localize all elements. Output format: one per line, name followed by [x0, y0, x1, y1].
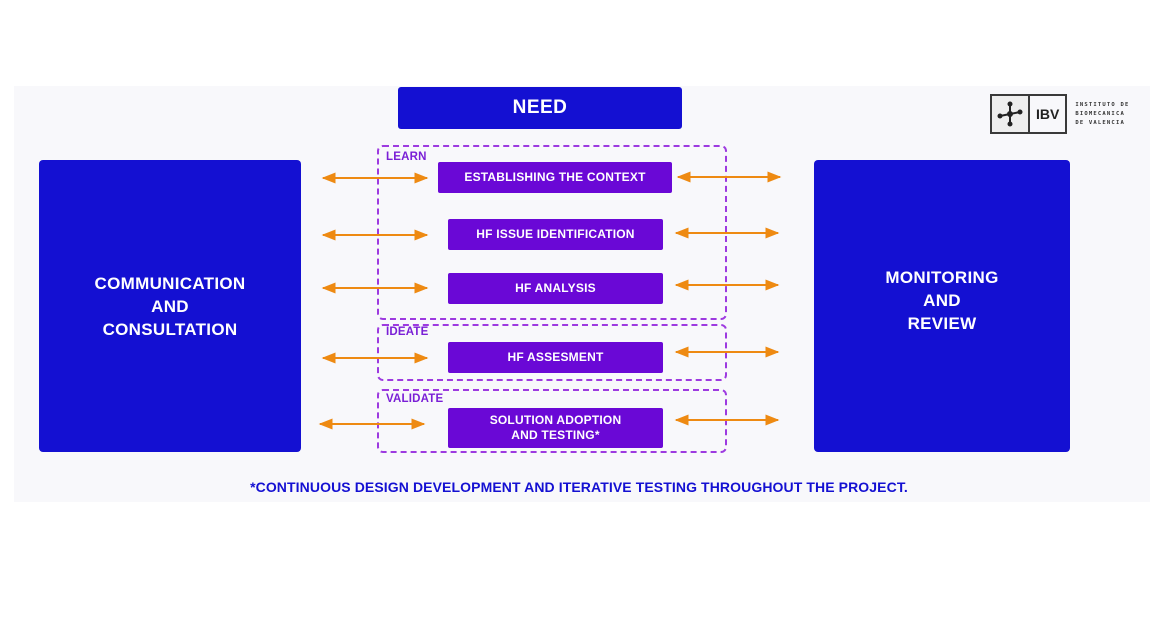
need-label: NEED [512, 97, 568, 118]
logo-subtitle-line: INSTITUTO DE [1075, 101, 1130, 108]
footnote: *CONTINUOUS DESIGN DEVELOPMENT AND ITERA… [250, 479, 908, 495]
logo-subtitle: INSTITUTO DE BIOMECANICA DE VALENCIA [1075, 101, 1129, 128]
step-hf-analysis: HF ANALYSIS [448, 273, 663, 304]
monitoring-review-box: MONITORING AND REVIEW [814, 160, 1070, 452]
left-box-line: COMMUNICATION [94, 273, 246, 293]
step-establishing-context: ESTABLISHING THE CONTEXT [438, 162, 672, 193]
learn-group-label: LEARN [386, 151, 427, 163]
logo-wordmark: IBV [1030, 94, 1068, 134]
ibv-logo: IBV INSTITUTO DE BIOMECANICA DE VALENCIA [990, 93, 1129, 135]
step-hf-assesment: HF ASSESMENT [448, 342, 663, 373]
step-label: SOLUTION ADOPTION [489, 413, 622, 427]
molecule-icon [990, 94, 1030, 134]
logo-subtitle-line: BIOMECANICA [1075, 110, 1125, 117]
left-box-line: AND [151, 296, 189, 316]
right-box-line: AND [923, 290, 961, 310]
right-box-line: REVIEW [907, 313, 977, 333]
step-solution-adoption-testing: SOLUTION ADOPTION AND TESTING* [448, 408, 663, 448]
need-box: NEED [398, 87, 682, 129]
step-label: ESTABLISHING THE CONTEXT [464, 170, 646, 184]
communication-consultation-box: COMMUNICATION AND CONSULTATION [39, 160, 301, 452]
step-label: HF ASSESMENT [507, 350, 604, 364]
ideate-group-label: IDEATE [386, 326, 429, 338]
step-hf-issue-identification: HF ISSUE IDENTIFICATION [448, 219, 663, 250]
step-label: AND TESTING* [511, 428, 600, 442]
logo-subtitle-line: DE VALENCIA [1075, 119, 1125, 126]
validate-group-label: VALIDATE [386, 393, 444, 405]
step-label: HF ANALYSIS [515, 281, 596, 295]
left-box-line: CONSULTATION [102, 319, 238, 339]
step-label: HF ISSUE IDENTIFICATION [476, 227, 635, 241]
right-box-line: MONITORING [885, 267, 999, 287]
